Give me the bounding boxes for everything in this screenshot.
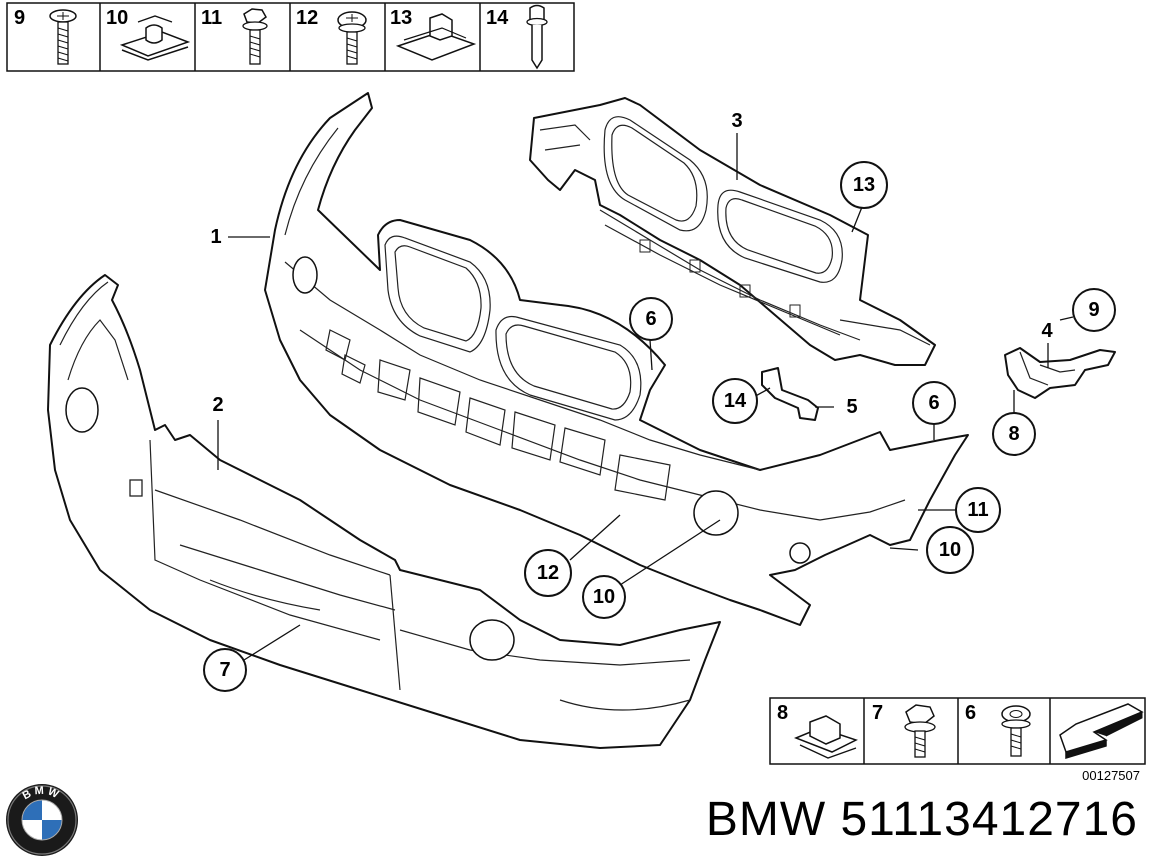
callout-9-label: 9 [1088, 299, 1099, 321]
part-side-bracket [1004, 347, 1116, 399]
table-cell-number: 7 [872, 702, 883, 724]
clip-nut-icon [119, 15, 191, 61]
svg-text:BMW: BMW [21, 785, 64, 803]
callout-7-label: 7 [219, 659, 230, 681]
parts-table-bottom: 8 7 6 [769, 697, 1146, 765]
clip-nut-icon [793, 715, 858, 759]
part-grille-carrier [529, 97, 936, 366]
callout-6-right: 6 [912, 381, 956, 425]
screw-icon [49, 9, 77, 65]
rivet-icon [526, 4, 548, 70]
callout-6-label: 6 [645, 308, 656, 330]
part-bumper-cover [47, 274, 721, 749]
callout-14: 14 [712, 378, 758, 424]
callout-12-label: 12 [537, 562, 559, 584]
callout-8-label: 8 [1008, 423, 1019, 445]
leader-lines [217, 133, 1074, 661]
callout-13: 13 [840, 161, 888, 209]
callout-3: 3 [731, 110, 742, 132]
callout-8: 8 [992, 412, 1036, 456]
table-cell-number: 10 [106, 7, 128, 29]
callout-10-right: 10 [926, 526, 974, 574]
callout-1: 1 [210, 226, 221, 248]
callout-10-label: 10 [939, 539, 961, 561]
callout-6-label: 6 [928, 392, 939, 414]
bmw-roundel-icon: BMW [6, 784, 78, 856]
table-cell-number: 9 [14, 7, 25, 29]
clip-nut-icon [395, 13, 477, 61]
washer-screw-icon [1001, 705, 1031, 757]
callout-7: 7 [203, 648, 247, 692]
callout-5: 5 [846, 396, 857, 418]
callout-9: 9 [1072, 288, 1116, 332]
table-cell-number: 11 [201, 7, 222, 29]
callout-13-label: 13 [853, 174, 875, 196]
hex-screw-icon [904, 704, 936, 758]
callout-11-label: 11 [967, 499, 988, 521]
callout-2: 2 [212, 394, 223, 416]
arrow-icon [1059, 703, 1144, 760]
callout-4: 4 [1041, 320, 1053, 342]
table-cell-number: 12 [296, 7, 318, 29]
brand-part-number: BMW 51113412716 [705, 793, 1138, 846]
callout-6-top: 6 [629, 297, 673, 341]
washer-screw-icon [337, 11, 367, 65]
logo-letters: BMW [21, 785, 61, 803]
callout-12: 12 [524, 549, 572, 597]
hex-screw-icon [242, 8, 268, 65]
table-cell-number: 6 [965, 702, 976, 724]
callout-11: 11 [955, 487, 1001, 533]
table-cell-number: 14 [486, 7, 509, 29]
callout-10-label: 10 [593, 586, 615, 608]
part-bumper-trim [264, 92, 969, 626]
part-bracket [761, 367, 819, 421]
table-cell-number: 13 [390, 7, 412, 29]
callout-10-lower: 10 [582, 575, 626, 619]
parts-table-top: 9 10 11 12 13 14 [6, 2, 575, 72]
callout-14-label: 14 [724, 390, 747, 412]
drawing-id: 00127507 [1082, 768, 1140, 783]
table-cell-number: 8 [777, 702, 788, 724]
